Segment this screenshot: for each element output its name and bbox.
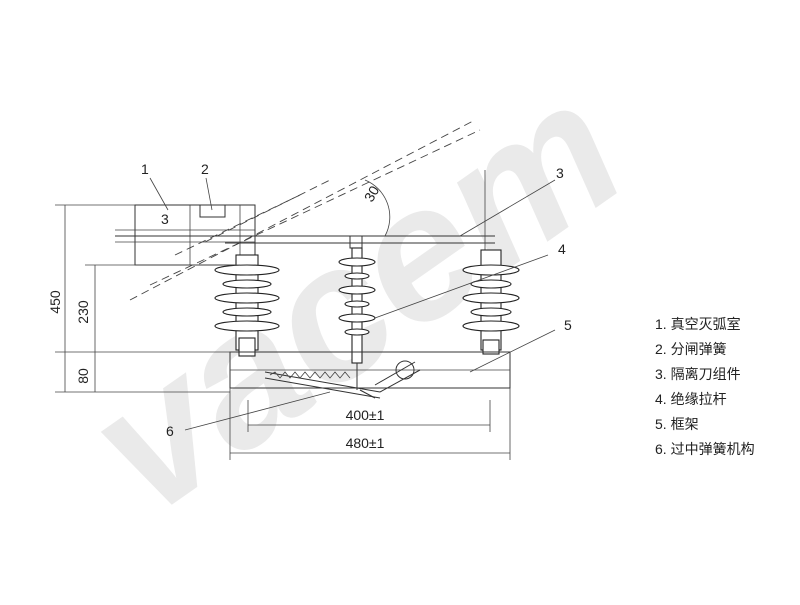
dim-height-lower: 80 [75, 368, 91, 384]
left-insulator [214, 254, 280, 357]
right-insulator [462, 249, 520, 355]
callout-3-left: 3 [161, 211, 169, 227]
dim-angle: 30 [361, 183, 383, 205]
callout-2: 2 [201, 161, 209, 177]
legend-item: 1. 真空灭弧室 [655, 316, 741, 332]
callout-1: 1 [141, 161, 149, 177]
legend-item: 5. 框架 [655, 416, 699, 432]
overcenter-spring-mechanism [264, 360, 421, 399]
vertical-dimensions: 450 230 80 [47, 204, 240, 393]
parts-legend: 1. 真空灭弧室 2. 分闸弹簧 3. 隔离刀组件 4. 绝缘拉杆 5. 框架 … [655, 312, 755, 462]
legend-item: 4. 绝缘拉杆 [655, 391, 727, 407]
open-blade-dashed-lines [129, 119, 481, 301]
legend-item: 2. 分闸弹簧 [655, 341, 727, 357]
dim-width-outer: 480±1 [346, 435, 385, 451]
legend-item: 3. 隔离刀组件 [655, 366, 741, 382]
callout-5: 5 [564, 317, 572, 333]
angle-arc [364, 179, 391, 237]
callout-4: 4 [558, 241, 566, 257]
callout-3-right: 3 [556, 165, 564, 181]
legend-item: 6. 过中弹簧机构 [655, 441, 755, 457]
dim-height-upper: 230 [75, 300, 91, 324]
insulating-rod [338, 247, 376, 390]
frame [229, 351, 511, 389]
dim-width-inner: 400±1 [346, 407, 385, 423]
dim-height-total: 450 [47, 290, 63, 314]
callout-6: 6 [166, 423, 174, 439]
horizontal-dimensions: 400±1 480±1 [229, 388, 511, 460]
leader-lines [149, 177, 556, 431]
